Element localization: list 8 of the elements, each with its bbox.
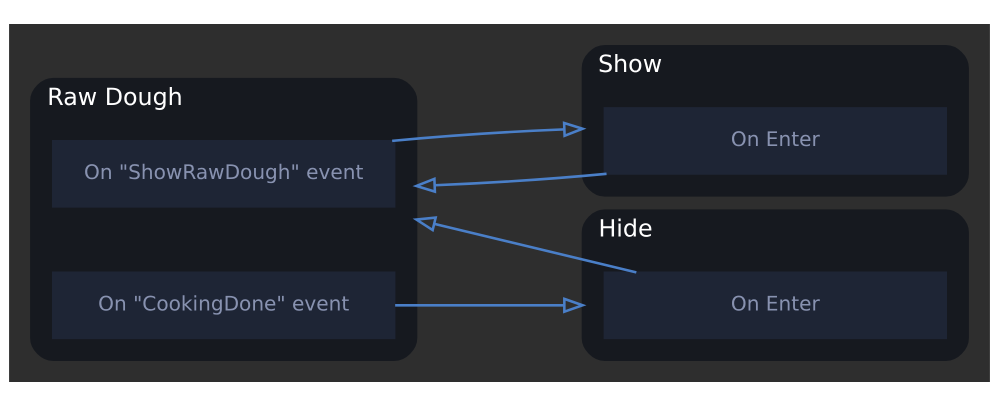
arrow [412, 172, 607, 193]
node-box: On Enter [604, 271, 947, 339]
arrow [412, 216, 637, 274]
node-box: On Enter [604, 106, 947, 174]
node-box: On "CookingDone" event [52, 271, 396, 339]
node-box: On "ShowRawDough" event [52, 139, 396, 208]
arrow [392, 120, 586, 142]
arrow [395, 296, 586, 313]
